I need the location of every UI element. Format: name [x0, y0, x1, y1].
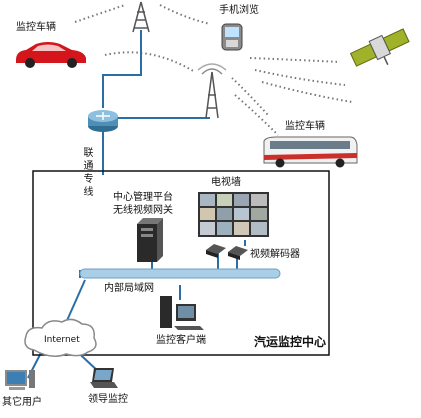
desktop-computer-icon [5, 370, 35, 390]
server-tower-icon [137, 218, 163, 262]
workstation-icon [160, 296, 204, 330]
lan-label: 内部局域网 [104, 283, 154, 294]
platform-label-line2: 无线视频网关 [113, 205, 173, 216]
satellite-icon [349, 28, 410, 67]
radio-tower-icon [132, 1, 150, 33]
wireless-waves [74, 4, 353, 136]
bus-icon [263, 136, 358, 168]
red-car-icon [16, 42, 86, 68]
internet-label: Internet [44, 335, 80, 345]
car-label-top: 监控车辆 [16, 22, 56, 33]
client-label: 监控客户端 [156, 335, 206, 346]
leader-label: 领导监控 [88, 394, 128, 405]
video-decoder-icon [206, 244, 248, 260]
leased-line-label: 联通专线 [83, 148, 94, 198]
phone-label: 手机浏览 [219, 5, 259, 16]
laptop-icon [90, 368, 118, 388]
tv-wall-icon [198, 192, 269, 237]
lan-bar [79, 268, 281, 279]
tv-wall-label: 电视墙 [211, 177, 241, 188]
monitoring-center-frame [32, 170, 330, 356]
platform-label-line1: 中心管理平台 [113, 192, 173, 203]
center-label: 汽运监控中心 [254, 335, 327, 349]
decoder-label: 视频解码器 [250, 249, 300, 260]
mobile-phone-icon [221, 23, 243, 51]
bus-label: 监控车辆 [285, 121, 325, 132]
router-icon [88, 110, 118, 132]
radio-tower-icon [197, 63, 227, 119]
other-users-label: 其它用户 [2, 397, 42, 408]
internet-cloud-icon [24, 318, 97, 357]
